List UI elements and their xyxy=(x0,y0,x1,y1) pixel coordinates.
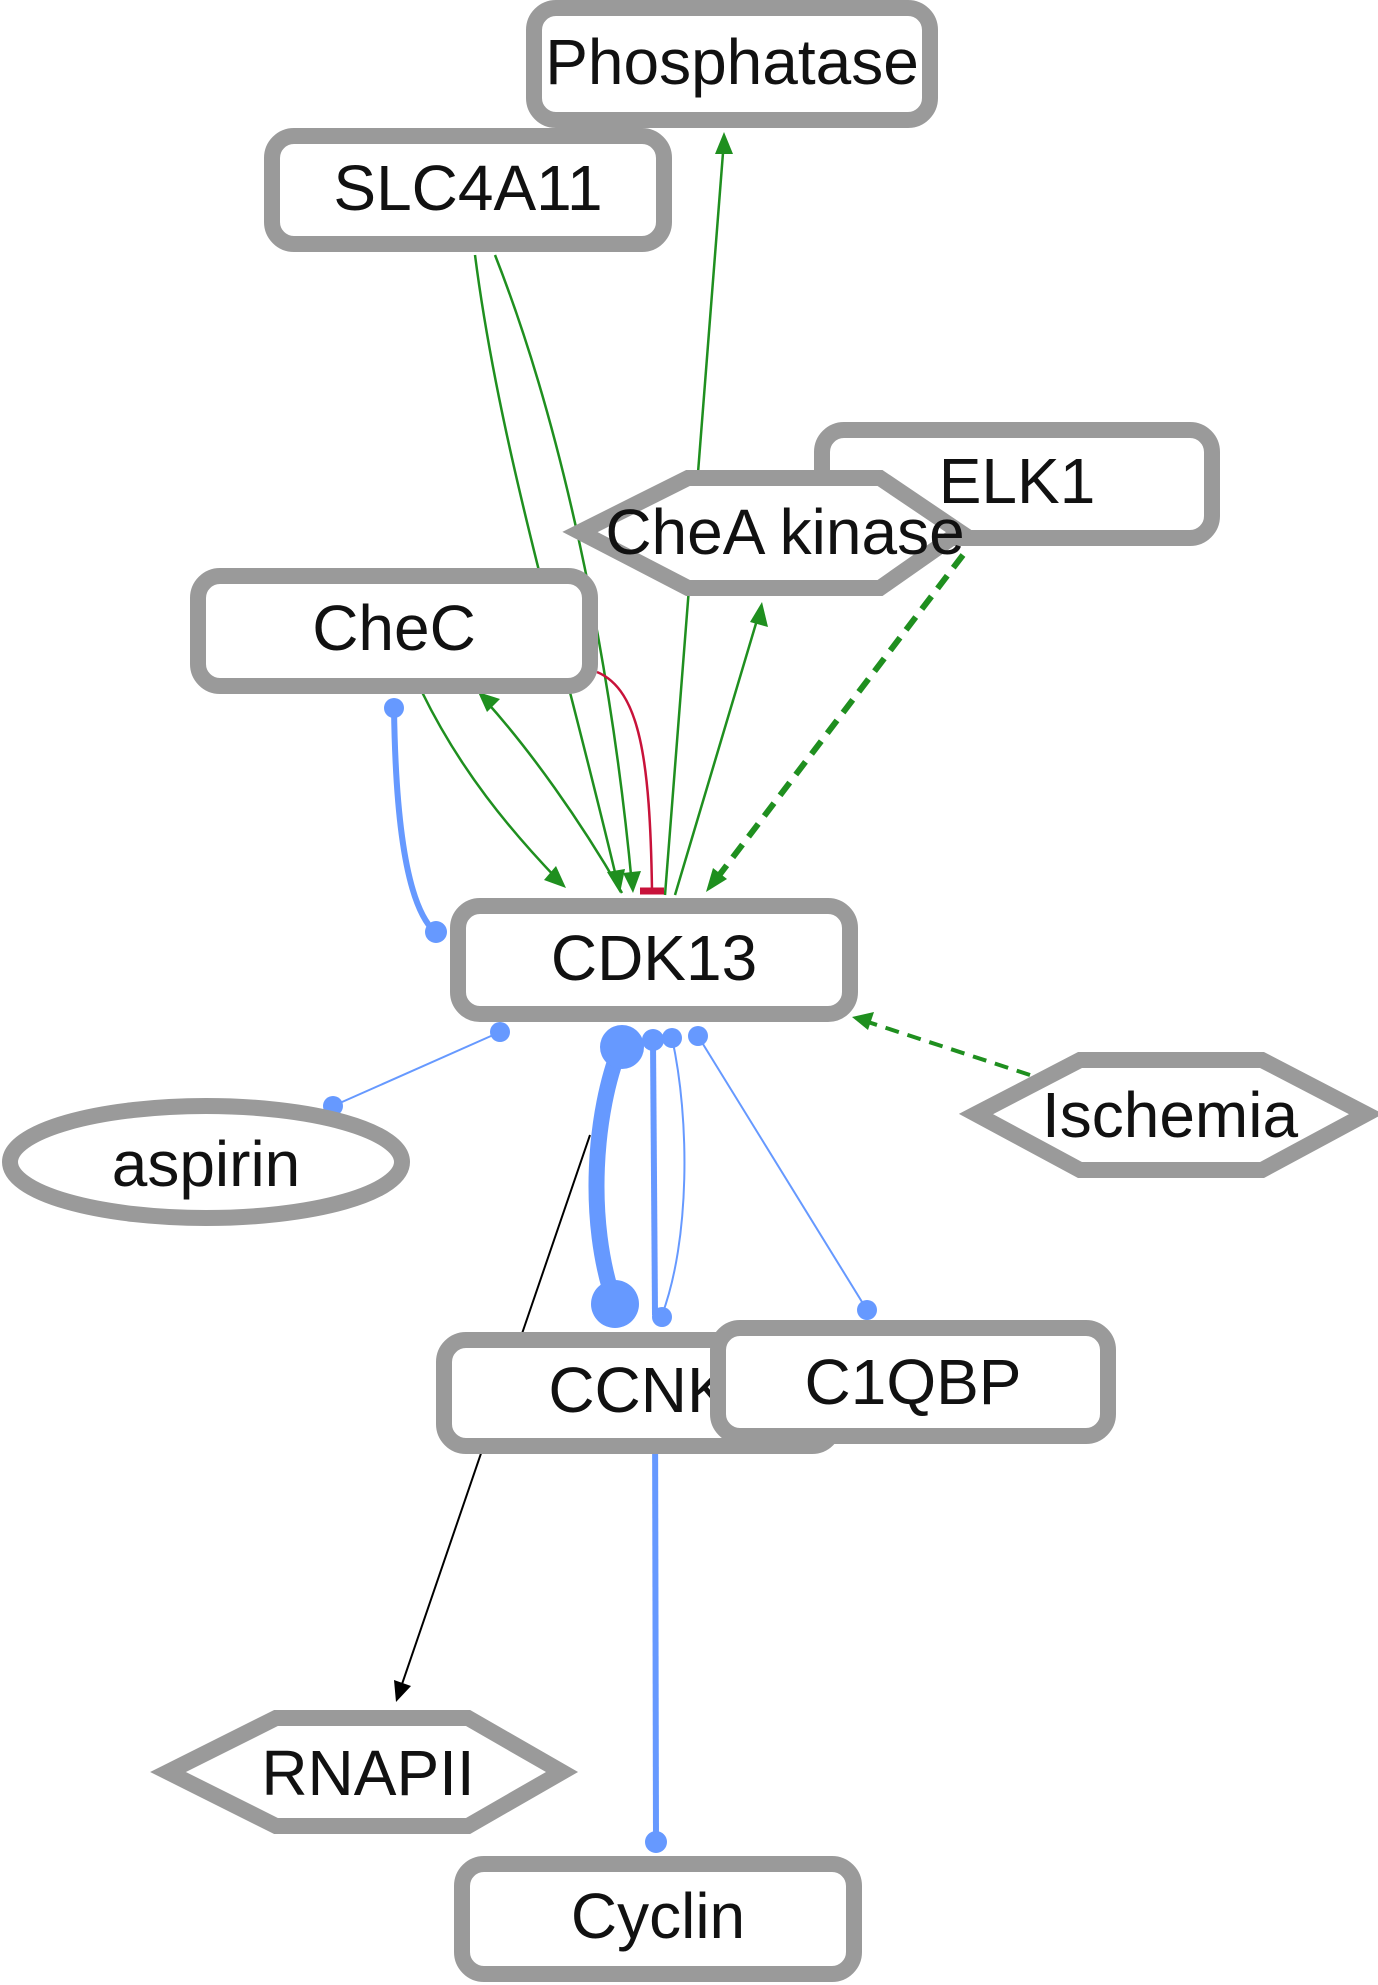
node-phosphatase-box xyxy=(526,0,938,128)
node-aspirin-label: aspirin xyxy=(112,1128,301,1200)
arrowhead-cdk13-chec xyxy=(478,692,500,712)
edge-cdk13-ccnk-binding xyxy=(650,1039,658,1316)
node-chea-kinase-hexagon xyxy=(562,470,975,596)
node-rnapii[interactable]: RNAPII xyxy=(150,1710,579,1834)
edge-chec-cdk13 xyxy=(420,691,559,881)
binding-end xyxy=(645,1831,667,1853)
arrowhead-slc4a11-cdk13-b xyxy=(623,871,641,893)
binding-end xyxy=(688,1026,708,1046)
node-slc4a11[interactable]: SLC4A11 xyxy=(264,128,672,252)
node-ischemia-hexagon xyxy=(958,1052,1378,1178)
node-ccnk-label: CCNK xyxy=(548,1354,729,1426)
node-c1qbp-box xyxy=(710,1320,1116,1444)
edge-cdk13-ccnk-binding-thin xyxy=(661,1037,686,1316)
edge-cdk13-aspirin-binding xyxy=(332,1031,501,1107)
node-chec-label: CheC xyxy=(312,592,476,664)
node-c1qbp-label: C1QBP xyxy=(805,1346,1022,1418)
node-phosphatase[interactable]: Phosphatase xyxy=(526,0,938,128)
binding-end xyxy=(490,1022,510,1042)
edge-cdk13-chea xyxy=(673,609,762,896)
binding-end xyxy=(857,1300,877,1320)
edge-chec-cdk13-binding xyxy=(391,707,438,935)
binding-end xyxy=(384,698,404,718)
node-cdk13-box xyxy=(450,898,858,1022)
edge-ccnk-cyclin-binding xyxy=(652,1399,659,1843)
node-chea-kinase-label: CheA kinase xyxy=(605,496,964,568)
edge-slc4a11-cdk13-b xyxy=(493,254,634,886)
binding-end xyxy=(425,921,447,943)
edge-elk1-cdk13 xyxy=(711,553,966,884)
node-chec[interactable]: CheC xyxy=(190,568,598,694)
arrowhead-elk1-cdk13 xyxy=(706,868,727,892)
node-elk1-label: ELK1 xyxy=(939,445,1096,517)
binding-end xyxy=(600,1025,644,1069)
edge-chec-cdk13-inhibition xyxy=(596,670,654,891)
edge-cdk13-c1qbp-binding xyxy=(697,1035,868,1311)
edge-ischemia-cdk13 xyxy=(867,1020,1031,1077)
node-cdk13-label: CDK13 xyxy=(551,922,757,994)
node-rnapii-hexagon xyxy=(150,1710,579,1834)
node-ischemia[interactable]: Ischemia xyxy=(958,1052,1378,1178)
binding-end xyxy=(591,1280,639,1328)
edges xyxy=(323,132,1031,1853)
arrowhead-ischemia-cdk13 xyxy=(852,1012,874,1030)
arrowhead-chec-cdk13 xyxy=(544,866,566,888)
node-c1qbp[interactable]: C1QBP xyxy=(710,1320,1116,1444)
binding-end xyxy=(642,1029,664,1051)
arrowhead-chea xyxy=(750,602,768,627)
binding-end xyxy=(652,1307,672,1327)
node-chea-kinase[interactable]: CheA kinase xyxy=(562,470,975,596)
binding-end xyxy=(662,1028,682,1048)
node-cdk13[interactable]: CDK13 xyxy=(450,898,858,1022)
edge-cdk13-chec xyxy=(484,699,624,894)
node-chec-box xyxy=(190,568,598,694)
node-cyclin-label: Cyclin xyxy=(571,1880,745,1952)
node-slc4a11-box xyxy=(264,128,672,252)
node-cyclin[interactable]: Cyclin xyxy=(454,1856,862,1982)
node-slc4a11-label: SLC4A11 xyxy=(333,152,602,224)
node-ischemia-label: Ischemia xyxy=(1042,1079,1299,1151)
node-phosphatase-label: Phosphatase xyxy=(545,26,919,98)
edge-slc4a11-cdk13-a xyxy=(473,254,620,886)
node-cyclin-box xyxy=(454,1856,862,1982)
edge-cdk13-ccnk-binding-thick xyxy=(588,1045,628,1307)
arrowhead-phosphatase xyxy=(715,132,733,154)
node-aspirin[interactable]: aspirin xyxy=(2,1098,410,1226)
node-rnapii-label: RNAPII xyxy=(261,1737,474,1809)
arrowhead-rnapii xyxy=(394,1680,411,1702)
node-aspirin-ellipse xyxy=(2,1098,410,1226)
